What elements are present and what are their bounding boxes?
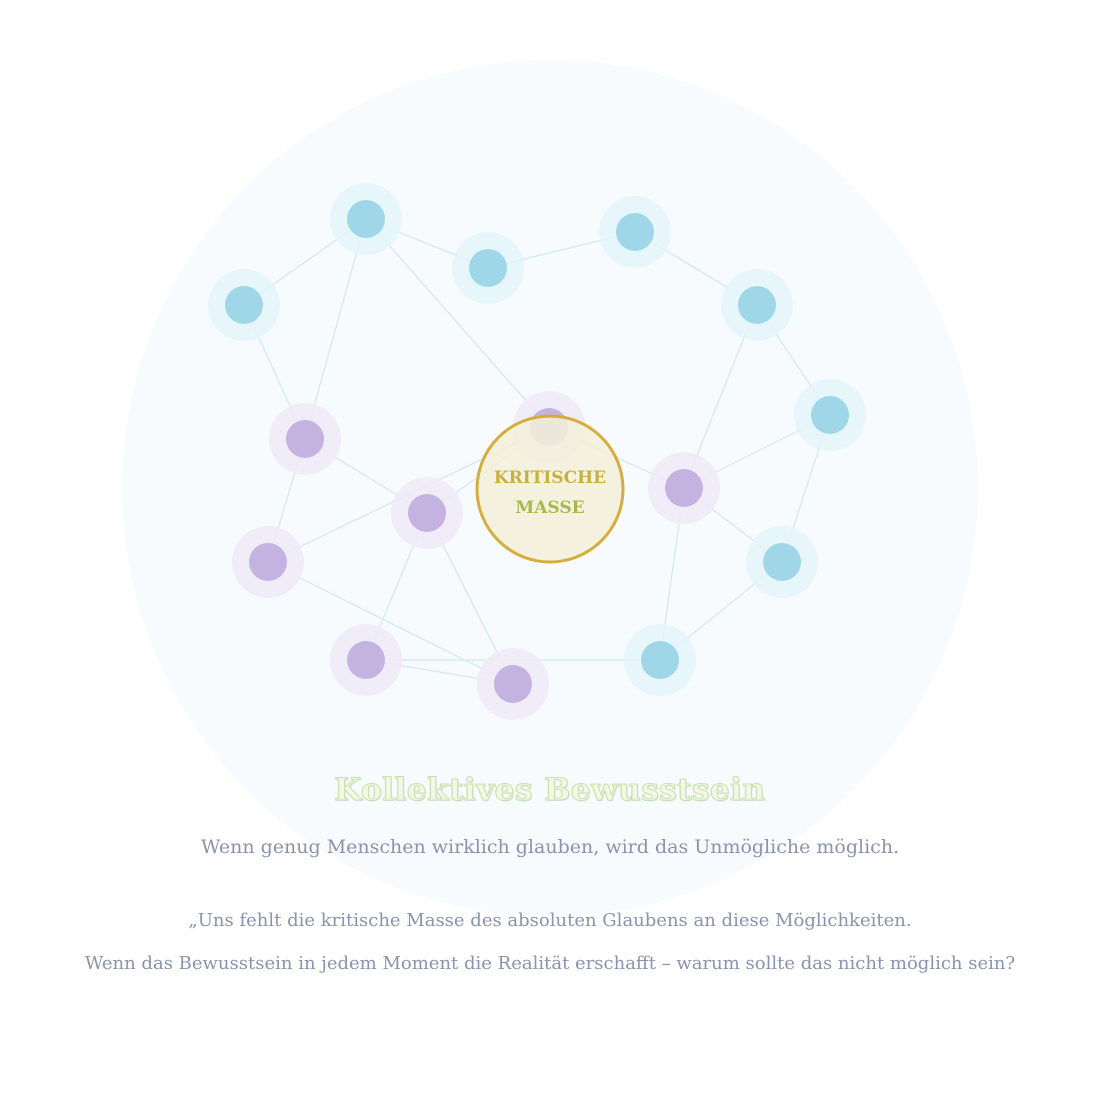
- node-n12: [232, 526, 304, 598]
- node-n7: [269, 403, 341, 475]
- edge-n2-n7: [304, 218, 367, 440]
- node-core: [469, 249, 507, 287]
- node-n6: [794, 379, 866, 451]
- node-core: [225, 286, 263, 324]
- node-core: [738, 286, 776, 324]
- quote-line-2: Wenn das Bewusstsein in jedem Moment die…: [84, 953, 1016, 974]
- node-core: [811, 396, 849, 434]
- center-label-line1: KRITISCHE: [494, 468, 606, 488]
- node-core: [494, 665, 532, 703]
- node-n11: [648, 452, 720, 524]
- node-core: [249, 543, 287, 581]
- page-title: Kollektives Bewusstsein: [334, 772, 766, 809]
- node-n4: [599, 196, 671, 268]
- node-n15: [746, 526, 818, 598]
- edge-n12-n13: [267, 561, 514, 685]
- node-core: [408, 494, 446, 532]
- edge-n2-n9: [365, 218, 550, 428]
- network-nodes: [208, 183, 866, 720]
- node-core: [763, 543, 801, 581]
- critical-mass-core: KRITISCHE MASSE: [475, 414, 625, 564]
- node-n8: [391, 477, 463, 549]
- node-core: [616, 213, 654, 251]
- node-core: [665, 469, 703, 507]
- node-n2: [330, 183, 402, 255]
- critical-mass-circle: [475, 414, 625, 564]
- node-n14: [624, 624, 696, 696]
- node-core: [347, 200, 385, 238]
- node-n5: [721, 269, 793, 341]
- node-n3: [452, 232, 524, 304]
- quote-line-1: „Uns fehlt die kritische Masse des absol…: [188, 910, 912, 931]
- subtitle: Wenn genug Menschen wirklich glauben, wi…: [200, 836, 900, 858]
- node-n1: [208, 269, 280, 341]
- node-core: [347, 641, 385, 679]
- center-label-line2: MASSE: [515, 498, 584, 518]
- node-n13: [477, 648, 549, 720]
- node-n10: [330, 624, 402, 696]
- node-core: [641, 641, 679, 679]
- node-core: [286, 420, 324, 458]
